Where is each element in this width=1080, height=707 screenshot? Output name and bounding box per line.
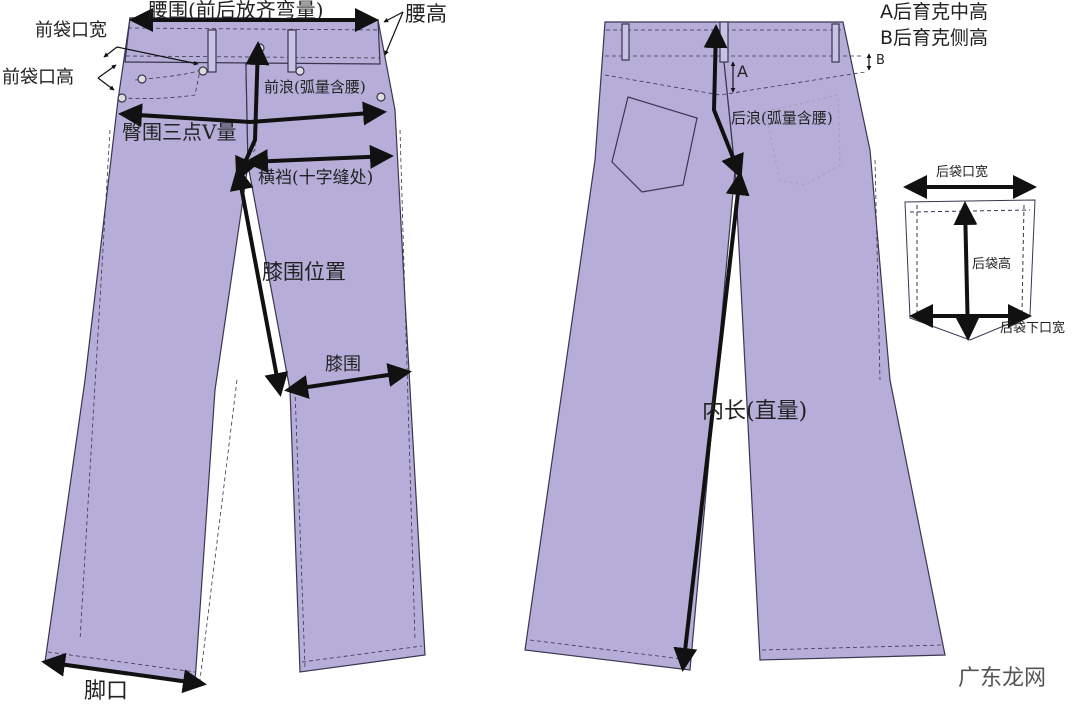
label-pocket-width: 后袋口宽 xyxy=(936,165,989,180)
leader-lines xyxy=(97,11,404,91)
label-waist-height: 腰高 xyxy=(405,2,447,26)
measurement-arrows xyxy=(41,8,1037,694)
label-knee: 膝围 xyxy=(325,354,361,375)
label-pocket-height: 后袋高 xyxy=(972,257,1012,272)
label-waist: 腰围(前后放齐弯量) xyxy=(148,0,324,22)
yoke-arrows xyxy=(730,53,872,93)
label-inseam: 内长(直量) xyxy=(702,399,808,424)
label-knee-position: 膝围位置 xyxy=(262,260,346,284)
back-right-pocket xyxy=(764,94,841,186)
label-front-pocket-height: 前袋口高 xyxy=(2,67,74,88)
back-pocket-detail xyxy=(904,199,1036,341)
front-left-leg xyxy=(44,17,249,683)
label-yoke-side: B后育克侧高 xyxy=(880,27,989,49)
marker-a: A xyxy=(737,62,748,81)
inseam-arrow xyxy=(673,171,750,672)
back-rise-arrow xyxy=(703,24,744,179)
label-front-pocket-width: 前袋口宽 xyxy=(35,20,107,41)
back-left-pocket xyxy=(611,96,698,193)
label-thigh: 横裆(十字缝处) xyxy=(258,168,374,188)
knee-arrow xyxy=(284,363,412,399)
label-hip: 臀围三点V量 xyxy=(122,120,237,144)
label-front-rise: 前浪(弧量含腰) xyxy=(264,78,366,96)
label-back-rise: 后浪(弧量含腰) xyxy=(731,109,833,127)
thigh-arrow xyxy=(244,144,394,174)
watermark: 广东龙网 xyxy=(958,666,1047,691)
label-leg-opening: 脚口 xyxy=(84,679,129,704)
label-pocket-bottom-width: 后袋下口宽 xyxy=(1000,321,1066,336)
leg-opening-arrow xyxy=(41,652,207,694)
knee-position-arrow xyxy=(229,166,289,397)
label-yoke-center: A后育克中高 xyxy=(880,1,988,23)
front-rise-arrow xyxy=(235,41,270,182)
marker-b: B xyxy=(876,53,885,68)
front-pants xyxy=(44,17,426,683)
